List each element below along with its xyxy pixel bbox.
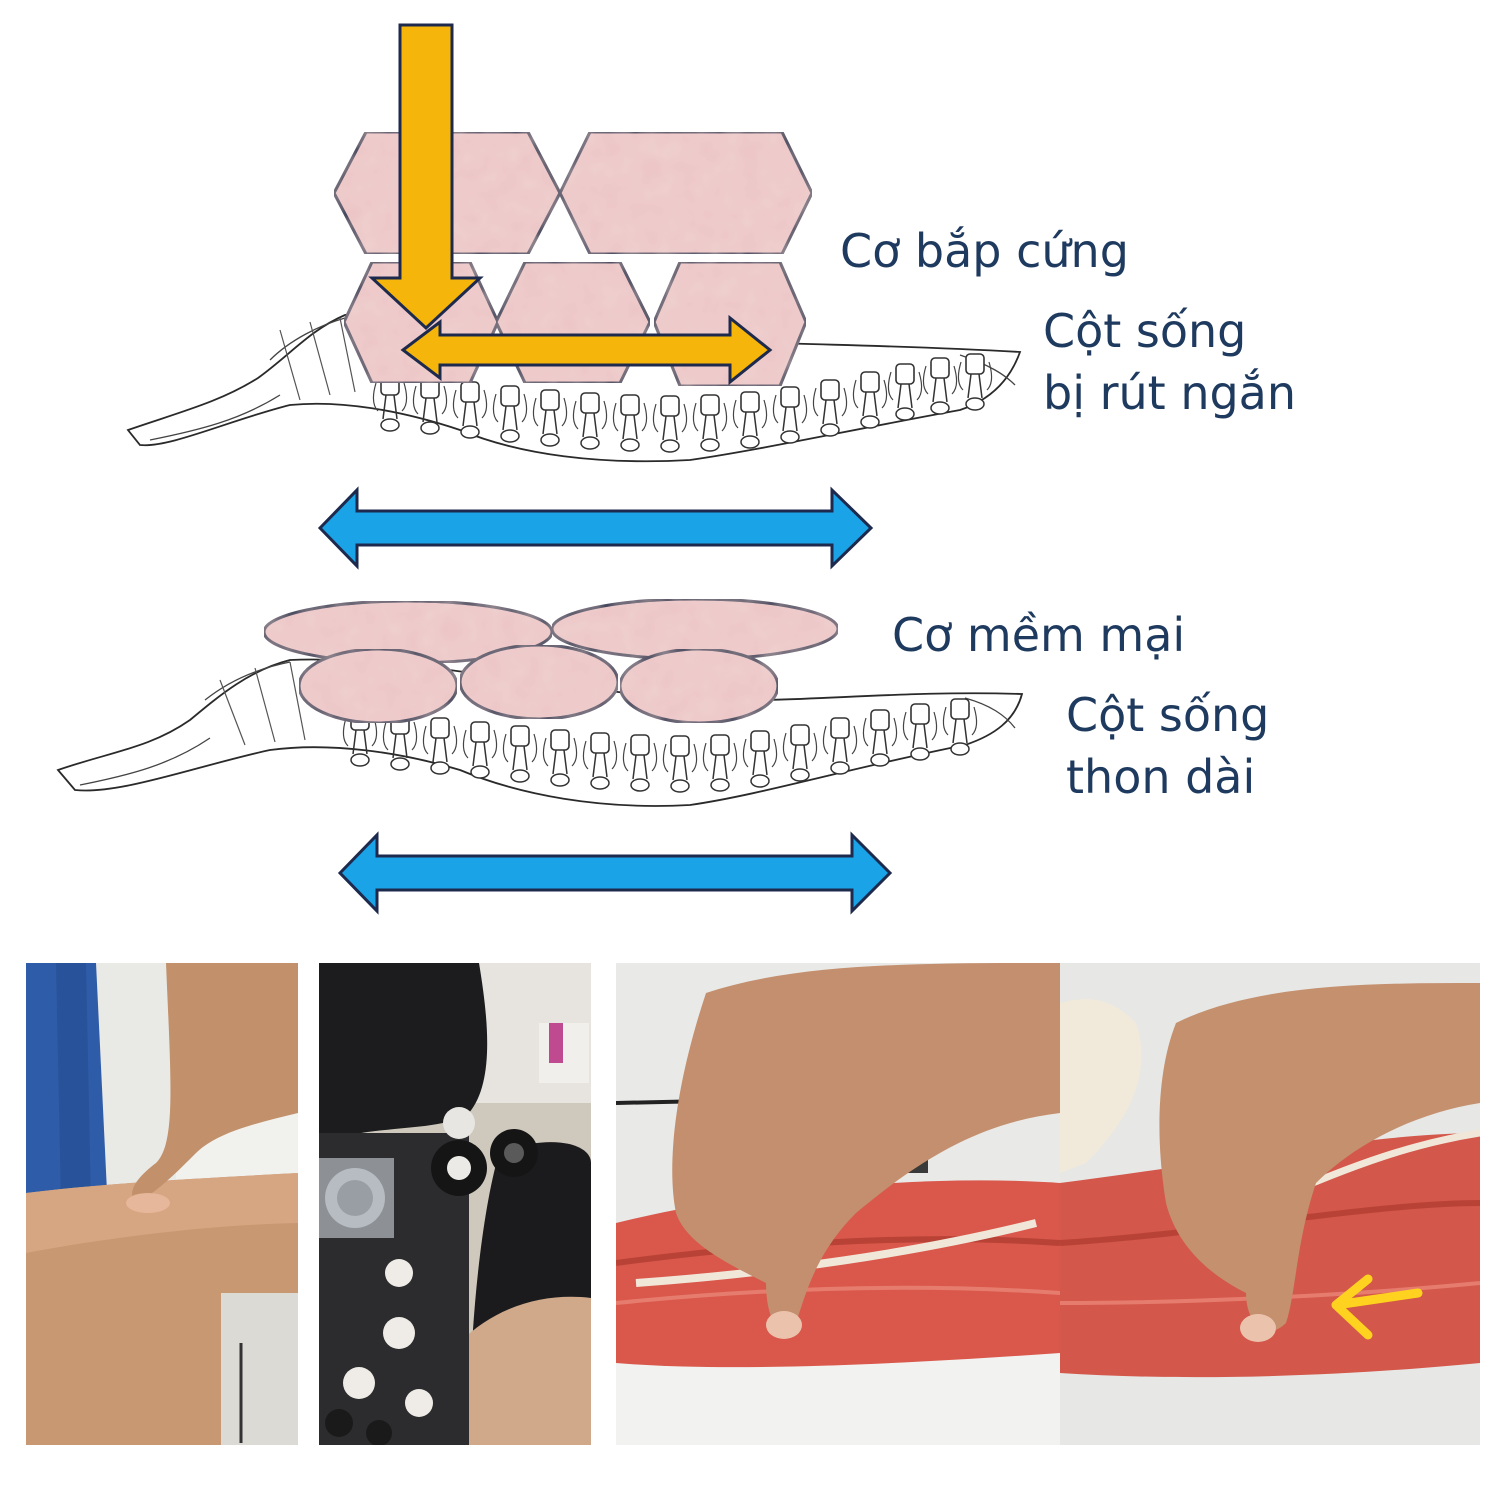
label-soft-muscle: Cơ mềm mại xyxy=(892,608,1185,662)
spine-elongated xyxy=(56,658,1024,807)
photo-massage-robot xyxy=(319,963,591,1445)
muscle-spine-diagram: Cơ bắp cứng Cột sống bị rút ngắn Cơ mềm … xyxy=(56,23,1296,915)
soft-muscle-ellipses xyxy=(262,597,840,725)
label-spine-shortened-2: bị rút ngắn xyxy=(1043,366,1296,420)
length-arrow-long xyxy=(337,831,893,915)
label-stiff-muscle: Cơ bắp cứng xyxy=(840,224,1129,278)
label-spine-elongated-1: Cột sống xyxy=(1066,688,1269,742)
label-spine-shortened-1: Cột sống xyxy=(1043,304,1246,358)
compression-force-arrow xyxy=(368,23,773,386)
spine-shortened xyxy=(126,310,1022,463)
length-arrow-short xyxy=(317,486,874,570)
photo-finger-pressing-arm xyxy=(26,963,298,1445)
photo-muscle-model-pressing xyxy=(616,963,1480,1445)
label-spine-elongated-2: thon dài xyxy=(1066,750,1255,804)
